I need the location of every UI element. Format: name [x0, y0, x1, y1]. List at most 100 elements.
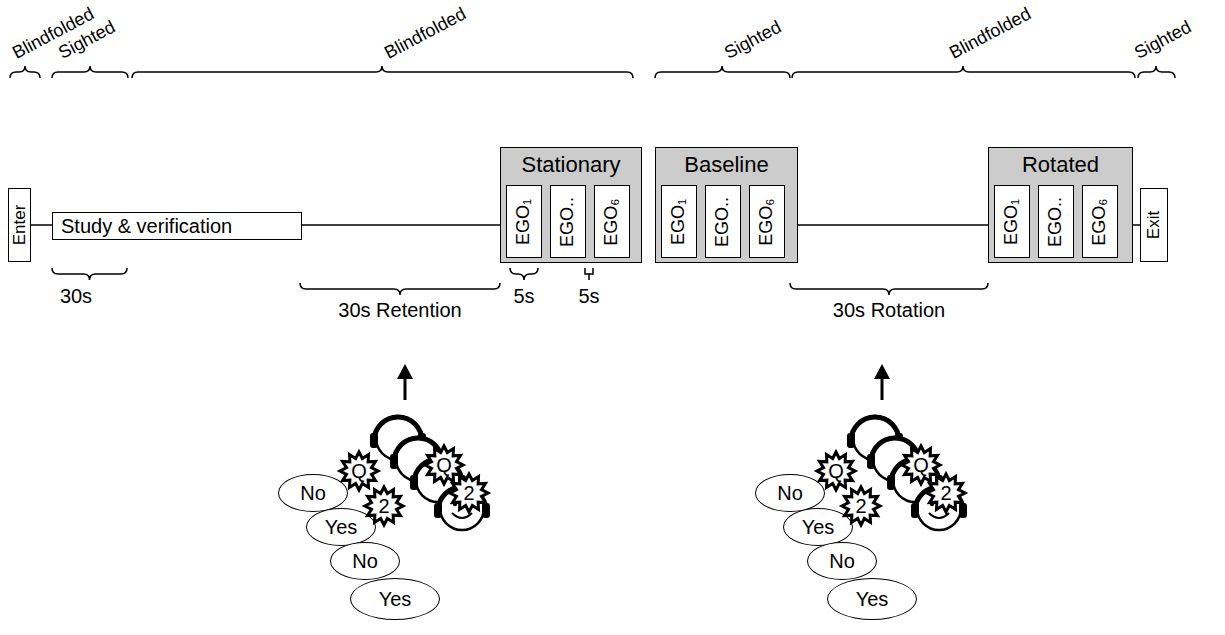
arrow-head [874, 364, 890, 379]
starburst-shape [842, 487, 880, 525]
starburst: Q [902, 446, 940, 484]
phase-label: Blindfolded [947, 4, 1034, 62]
starburst-shape [927, 474, 965, 512]
duration-label: 30s Rotation [833, 300, 945, 320]
arrow-shaft [881, 376, 884, 400]
bubble-label: Yes [379, 588, 412, 610]
duration-label: 30s [60, 286, 92, 306]
phase-box: RotatedEGO₁ EGO.. EGO₆ [988, 147, 1133, 263]
arrow-shaft [404, 376, 407, 400]
timeline-line [1133, 224, 1140, 226]
box-label: Study & verification [61, 215, 232, 237]
phase-label: Sighted [1132, 17, 1194, 62]
timeline-line [302, 224, 500, 226]
starburst-shape [340, 452, 378, 490]
timeline-line [798, 224, 988, 226]
rotated-label: EGO₁ [514, 198, 534, 244]
bubble-label: Yes [856, 588, 889, 610]
brace [10, 66, 40, 78]
duration-label: 5s [513, 286, 534, 306]
exit-box: Exit [1140, 188, 1168, 262]
starburst-shape [817, 452, 855, 490]
rotated-label: EGO₆ [602, 198, 622, 245]
bubble-label: No [352, 550, 378, 572]
starburst: Q [340, 452, 378, 490]
speech-bubble: Yes [350, 578, 440, 620]
phase-title: Rotated [989, 153, 1132, 177]
phase-box: BaselineEGO₁ EGO.. EGO₆ [655, 147, 798, 263]
starburst-label: 2 [940, 482, 951, 504]
ego-trial-box: EGO₁ [661, 185, 697, 258]
study-box: Study & verification [52, 212, 302, 240]
bubble-label: No [829, 550, 855, 572]
phase-box: StationaryEGO₁ EGO.. EGO₆ [500, 147, 642, 263]
ego-trial-box: EGO₁ [994, 185, 1030, 258]
phase-label: Sighted [722, 17, 784, 62]
starburst-label: 2 [378, 495, 389, 517]
speech-bubble: No [807, 542, 877, 580]
brace [790, 283, 988, 295]
starburst: Q [817, 452, 855, 490]
starburst-label: 2 [855, 495, 866, 517]
bracket [585, 268, 593, 280]
ego-trial-box: EGO.. [550, 185, 586, 258]
timeline-line [31, 224, 52, 226]
bubble-label: No [777, 482, 803, 504]
brace [1138, 66, 1175, 78]
ego-trial-box: EGO.. [1038, 185, 1074, 258]
starburst-shape [365, 487, 403, 525]
starburst: 2 [450, 474, 488, 512]
starburst-shape [902, 446, 940, 484]
phase-title: Stationary [501, 153, 641, 177]
rotated-label: EGO₁ [1002, 198, 1022, 244]
starburst: 2 [365, 487, 403, 525]
speech-bubble: No [278, 474, 348, 512]
arrow-head [397, 364, 413, 379]
starburst-label: Q [828, 460, 844, 482]
starburst-label: Q [351, 460, 367, 482]
phase-title: Baseline [656, 153, 797, 177]
rotated-label: EGO₆ [1090, 198, 1110, 245]
starburst: 2 [842, 487, 880, 525]
duration-label: 5s [578, 286, 599, 306]
phase-label: Blindfolded [382, 4, 469, 62]
ego-trial-box: EGO₆ [1082, 185, 1118, 258]
starburst-label: Q [436, 454, 452, 476]
enter-box: Enter [8, 188, 31, 262]
rotated-label: EGO.. [558, 196, 578, 246]
ego-trial-box: EGO₆ [594, 185, 630, 258]
listeners-figure [370, 364, 490, 530]
rotated-label: EGO₁ [669, 198, 689, 244]
speech-bubble: No [330, 542, 400, 580]
brace [510, 268, 538, 280]
brace [792, 66, 1135, 78]
brace [655, 66, 790, 78]
speech-bubble: No [755, 474, 825, 512]
speech-bubble: Yes [783, 508, 853, 546]
brace [52, 66, 128, 78]
phase-braces [10, 66, 1175, 78]
listeners-figure [847, 364, 967, 530]
starburst-shape [425, 446, 463, 484]
bubble-label: Yes [802, 516, 835, 538]
brace [300, 283, 500, 295]
starburst-shape [450, 474, 488, 512]
starburst: 2 [927, 474, 965, 512]
starburst-label: Q [913, 454, 929, 476]
duration-label: 30s Retention [338, 300, 461, 320]
bubble-label: Yes [325, 516, 358, 538]
rotated-label: EGO.. [1046, 196, 1066, 246]
ego-trial-box: EGO.. [705, 185, 741, 258]
speech-bubble: Yes [827, 578, 917, 620]
speech-bubble: Yes [306, 508, 376, 546]
bubble-label: No [300, 482, 326, 504]
brace [132, 66, 633, 78]
ego-trial-box: EGO₆ [749, 185, 785, 258]
rotated-label: Exit [1145, 211, 1164, 239]
ego-trial-box: EGO₁ [506, 185, 542, 258]
rotated-label: EGO₆ [757, 198, 777, 245]
rotated-label: EGO.. [713, 196, 733, 246]
